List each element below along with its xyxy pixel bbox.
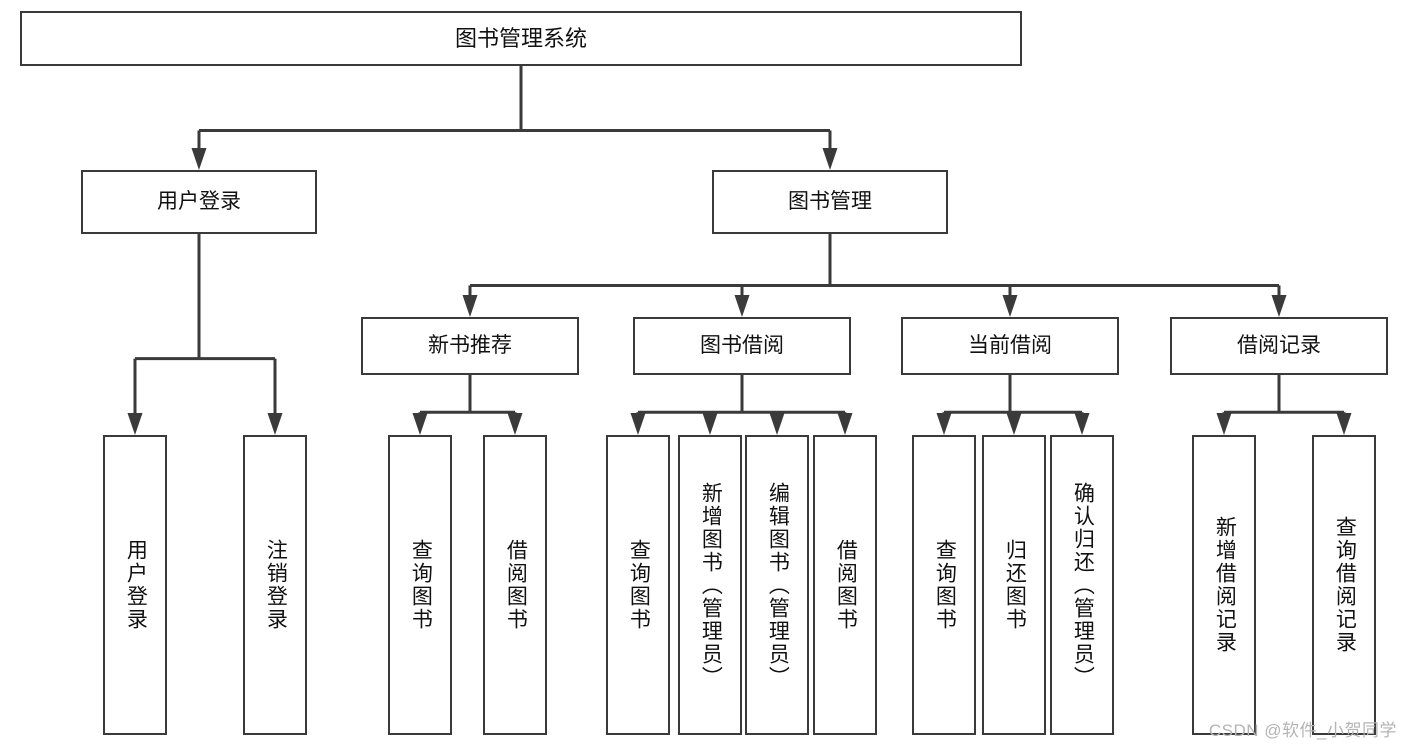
connector-group-user-login [127,234,283,435]
node-user-login[interactable]: 用户登录 [81,170,317,234]
arrowhead-icon [734,295,750,317]
node-leaf-borrow-book-1[interactable]: 借阅图书 [483,435,547,735]
node-leaf-add-book[interactable]: 新增图书（管理员） [678,435,742,735]
connector-group-borrow-record [1216,375,1352,435]
node-label: 借阅图书 [504,539,528,631]
node-new-book-rec[interactable]: 新书推荐 [361,317,579,375]
node-label: 用户登录 [157,189,241,213]
arrowhead-icon [1006,413,1022,435]
node-label: 借阅图书 [834,539,858,631]
node-label: 归还图书 [1003,539,1027,631]
node-label: 图书管理 [788,189,872,213]
connector-group-current-borrow [936,375,1090,435]
node-book-borrow[interactable]: 图书借阅 [633,317,851,375]
connector-group-book-manage [462,234,1287,317]
node-label: 编辑图书（管理员） [766,481,790,689]
node-leaf-user-logout[interactable]: 注销登录 [243,435,307,735]
arrowhead-icon [837,413,853,435]
node-label: 当前借阅 [968,333,1052,357]
node-leaf-confirm-return[interactable]: 确认归还（管理员） [1050,435,1114,735]
node-leaf-add-record[interactable]: 新增借阅记录 [1192,435,1256,735]
node-label: 新书推荐 [428,333,512,357]
arrowhead-icon [936,413,952,435]
node-current-borrow[interactable]: 当前借阅 [901,317,1119,375]
arrowhead-icon [1271,295,1287,317]
node-label: 查询图书 [933,539,957,631]
arrowhead-icon [267,413,283,435]
connector-group-book-borrow [630,375,853,435]
node-leaf-edit-book[interactable]: 编辑图书（管理员） [745,435,809,735]
node-label: 注销登录 [264,539,288,631]
arrowhead-icon [1074,413,1090,435]
node-label: 新增借阅记录 [1213,516,1237,654]
node-leaf-borrow-book-2[interactable]: 借阅图书 [813,435,877,735]
node-leaf-query-book-3[interactable]: 查询图书 [912,435,976,735]
node-leaf-return-book[interactable]: 归还图书 [982,435,1046,735]
arrowhead-icon [1216,413,1232,435]
node-root[interactable]: 图书管理系统 [20,11,1022,66]
arrowhead-icon [769,413,785,435]
arrowhead-icon [462,295,478,317]
arrowhead-icon [1336,413,1352,435]
node-label: 查询借阅记录 [1333,516,1357,654]
arrowhead-icon [822,148,838,170]
node-label: 图书管理系统 [454,25,587,51]
node-label: 用户登录 [124,539,148,631]
node-label: 查询图书 [409,539,433,631]
node-label: 确认归还（管理员） [1071,481,1095,689]
node-leaf-query-book-2[interactable]: 查询图书 [606,435,670,735]
arrowhead-icon [127,413,143,435]
arrowhead-icon [702,413,718,435]
node-label: 查询图书 [627,539,651,631]
node-label: 图书借阅 [700,333,784,357]
watermark: CSDN @软件_小贺同学 [1208,721,1397,740]
arrowhead-icon [1002,295,1018,317]
node-leaf-user-login[interactable]: 用户登录 [103,435,167,735]
node-label: 新增图书（管理员） [699,481,723,689]
arrowhead-icon [630,413,646,435]
node-borrow-record[interactable]: 借阅记录 [1170,317,1388,375]
arrowhead-icon [191,148,207,170]
node-label: 借阅记录 [1237,333,1321,357]
arrowhead-icon [507,413,523,435]
node-leaf-query-record[interactable]: 查询借阅记录 [1312,435,1376,735]
node-leaf-query-book-1[interactable]: 查询图书 [388,435,452,735]
connector-group-root [191,66,838,170]
node-book-manage[interactable]: 图书管理 [712,170,948,234]
connector-group-new-book-rec [412,375,523,435]
arrowhead-icon [412,413,428,435]
